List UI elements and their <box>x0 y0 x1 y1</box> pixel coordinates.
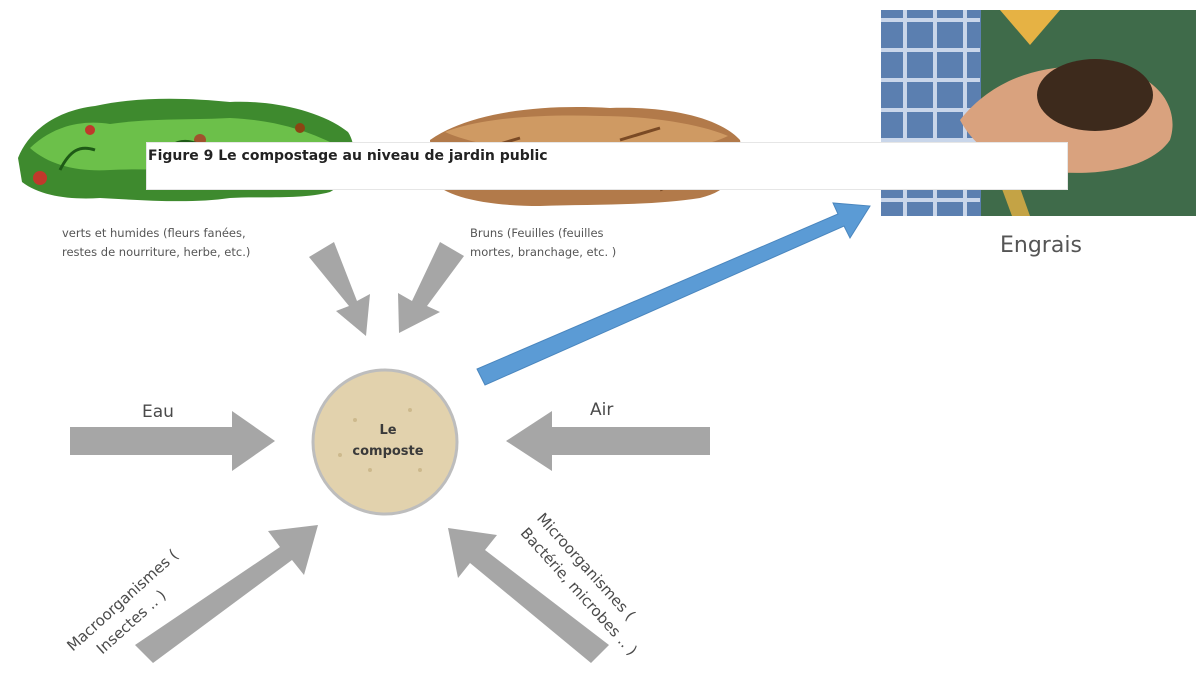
compost-circle <box>311 368 459 516</box>
arrow-green-waste <box>309 242 370 336</box>
arrow-air <box>506 411 710 471</box>
arrow-macroorganisms <box>135 525 318 663</box>
arrow-microorganisms <box>448 528 609 663</box>
compost-label-line1: Le <box>379 423 397 438</box>
green-waste-label-line2: restes de nourriture, herbe, etc.) <box>62 245 251 259</box>
air-label: Air <box>590 400 614 420</box>
compost-label-line2: composte <box>352 444 424 459</box>
compost-label: Le composte <box>318 420 458 462</box>
brown-waste-label: Bruns (Feuilles (feuilles mortes, branch… <box>470 224 616 262</box>
brown-waste-label-line1: Bruns (Feuilles (feuilles <box>470 226 604 240</box>
arrow-brown-waste <box>398 242 464 333</box>
arrow-to-fertilizer <box>476 202 871 386</box>
caption-bar <box>146 142 1068 190</box>
brown-waste-label-line2: mortes, branchage, etc. ) <box>470 245 617 259</box>
fertilizer-label: Engrais <box>1000 233 1082 258</box>
green-waste-label-line1: verts et humides (fleurs fanées, <box>62 226 246 240</box>
figure-caption: Figure 9 Le compostage au niveau de jard… <box>148 148 548 164</box>
green-waste-label: verts et humides (fleurs fanées, restes … <box>62 224 250 262</box>
water-label: Eau <box>142 402 174 422</box>
arrow-water <box>70 411 275 471</box>
